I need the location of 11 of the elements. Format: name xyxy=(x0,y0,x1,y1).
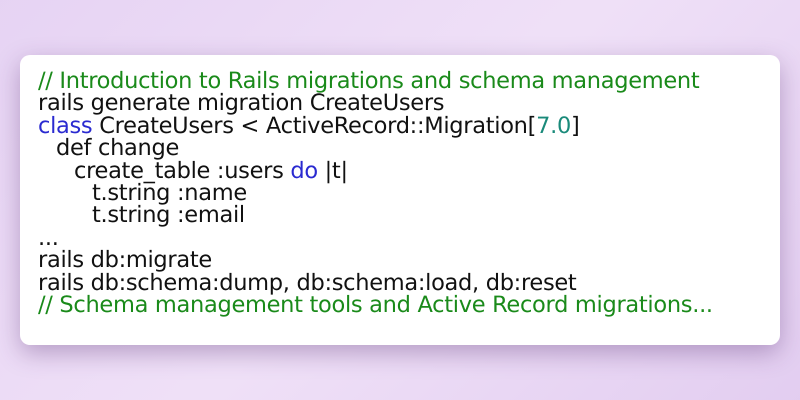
code-line: def change xyxy=(55,137,180,160)
code-line: t.string :name xyxy=(92,182,248,204)
code-line: rails db:migrate xyxy=(38,249,212,272)
code-line: class CreateUsers < ActiveRecord::Migration[7.0] xyxy=(38,114,580,138)
code-line: rails db:schema:dump, db:schema:load, db:reset xyxy=(38,272,576,294)
code-comment: // Introduction to Rails migrations and schema management xyxy=(38,70,700,92)
code-line: t.string :email xyxy=(91,204,246,227)
code-comment: // Schema management tools and Active Record migrations... xyxy=(38,294,713,316)
code-line: ... xyxy=(38,226,59,250)
code-line: create_table :users do |t| xyxy=(73,160,349,182)
code-line: rails generate migration CreateUsers xyxy=(38,92,444,115)
